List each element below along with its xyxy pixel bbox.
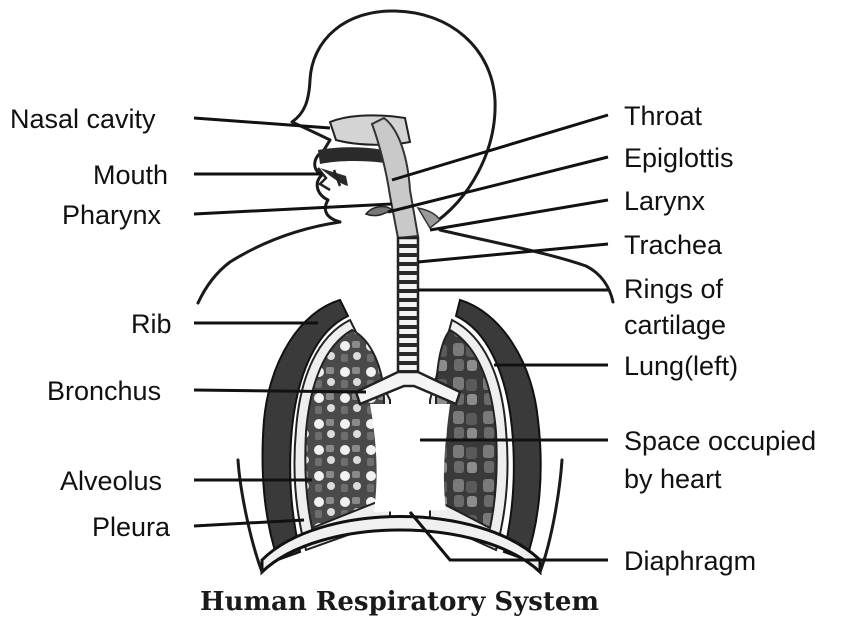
- diagram-caption: Human Respiratory System: [200, 587, 599, 617]
- label-heart-line1: Space occupied: [624, 426, 816, 456]
- cartilage-ring: [398, 298, 418, 302]
- cartilage-ring: [398, 334, 418, 338]
- cartilage-rings: [398, 244, 418, 374]
- cartilage-ring: [398, 262, 418, 266]
- label-rings-line1: Rings of: [624, 274, 724, 304]
- leader-pharynx: [194, 204, 392, 214]
- cartilage-ring: [398, 253, 418, 257]
- cartilage-ring: [398, 271, 418, 275]
- trachea-shape: [398, 238, 418, 376]
- cartilage-ring: [398, 289, 418, 293]
- leader-epiglottis: [388, 157, 608, 212]
- label-pleura: Pleura: [92, 512, 171, 542]
- label-heart-line2: by heart: [624, 464, 722, 494]
- label-epiglottis: Epiglottis: [624, 143, 734, 173]
- label-mouth: Mouth: [93, 160, 168, 190]
- cartilage-ring: [398, 280, 418, 284]
- cartilage-ring: [398, 244, 418, 248]
- label-lung-left: Lung(left): [624, 351, 738, 381]
- label-larynx: Larynx: [624, 186, 706, 216]
- cartilage-ring: [398, 307, 418, 311]
- cartilage-ring: [398, 361, 418, 365]
- label-diaphragm: Diaphragm: [624, 546, 756, 576]
- leader-nasal-cavity: [194, 118, 330, 128]
- cartilage-ring: [398, 352, 418, 356]
- cartilage-ring: [398, 325, 418, 329]
- cartilage-ring: [398, 343, 418, 347]
- label-pharynx: Pharynx: [62, 200, 162, 230]
- cartilage-ring: [398, 316, 418, 320]
- leader-throat: [392, 115, 608, 180]
- heart-space: [370, 404, 450, 512]
- label-nasal-cavity: Nasal cavity: [10, 104, 156, 134]
- label-rib: Rib: [131, 309, 172, 339]
- label-throat: Throat: [624, 101, 703, 131]
- leader-bronchus: [194, 390, 366, 392]
- label-trachea: Trachea: [624, 230, 723, 260]
- larynx-shape: [418, 208, 440, 228]
- label-rings-line2: cartilage: [624, 310, 726, 340]
- label-alveolus: Alveolus: [60, 466, 162, 496]
- label-bronchus: Bronchus: [47, 376, 161, 406]
